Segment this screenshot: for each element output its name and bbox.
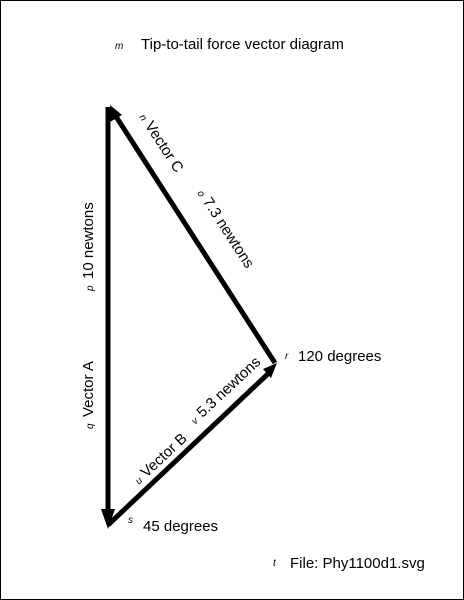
vector-a-name: Vector A <box>80 361 97 417</box>
vector-a-magnitude: 10 newtons <box>80 202 97 279</box>
title-key: m <box>115 41 123 52</box>
file-label: File: Phy1100d1.svg <box>290 555 425 572</box>
angle-120-key: r <box>285 351 289 362</box>
angle-45-key: s <box>128 515 133 526</box>
angle-45-label: 45 degrees <box>143 518 218 535</box>
vector-c-magnitude-key: o <box>194 189 206 200</box>
diagram-title: Tip-to-tail force vector diagram <box>141 36 344 53</box>
vector-c-arrow <box>112 113 278 365</box>
vector-b-magnitude-key: v <box>190 415 202 427</box>
vector-a-name-key: q <box>85 423 96 429</box>
vector-c-arrowhead <box>110 105 122 122</box>
vector-a-magnitude-key: p <box>85 285 96 292</box>
vector-b-arrowhead <box>263 363 277 378</box>
vector-c-name-key: n <box>136 113 148 124</box>
angle-120-label: 120 degrees <box>298 348 381 365</box>
vector-a-arrowhead <box>101 509 115 529</box>
vector-b-arrow <box>106 369 273 527</box>
vector-b-name-key: u <box>134 475 146 487</box>
file-key: t <box>273 558 277 569</box>
